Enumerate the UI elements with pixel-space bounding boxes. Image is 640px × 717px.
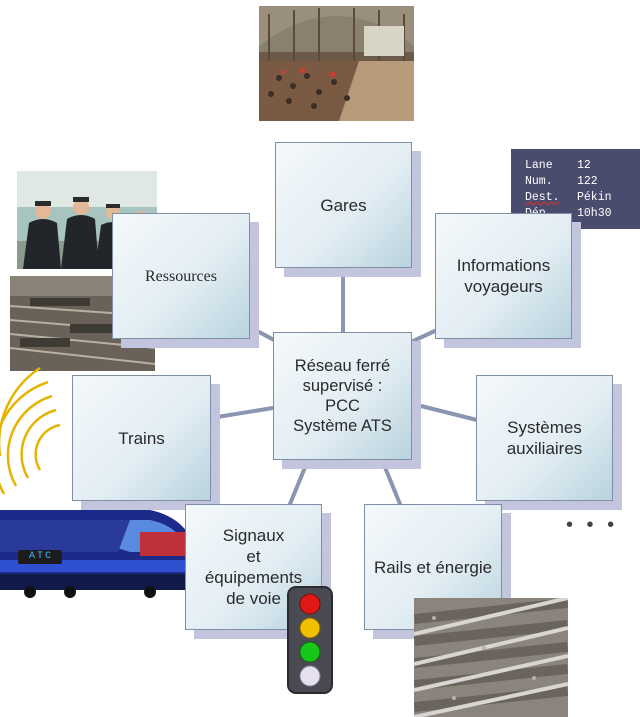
train-badge: ATC bbox=[28, 551, 53, 562]
board-label: Dest. bbox=[525, 191, 560, 204]
node-center: Réseau ferré supervisé : PCC Système ATS bbox=[273, 332, 412, 460]
ellipsis: • • • bbox=[566, 514, 619, 536]
node-gares: Gares bbox=[275, 142, 412, 268]
node-label: Trains bbox=[118, 428, 165, 448]
node-label: Signaux et équipements de voie bbox=[204, 526, 303, 608]
connector-systemes bbox=[411, 402, 479, 422]
node-label: Ressources bbox=[145, 267, 217, 285]
board-label: Num. bbox=[525, 175, 553, 188]
connector-informations bbox=[409, 328, 439, 344]
board-value: 12 bbox=[577, 159, 591, 172]
node-label: Rails et énergie bbox=[373, 557, 493, 577]
node-ressources: Ressources bbox=[112, 213, 250, 339]
node-informations-voyageurs: Informations voyageurs bbox=[435, 213, 572, 339]
station-hall-photo bbox=[259, 6, 414, 121]
node-systemes-auxiliaires: Systèmes auxiliaires bbox=[476, 375, 613, 501]
connector-rails bbox=[380, 458, 402, 506]
board-value: 122 bbox=[577, 175, 598, 188]
board-row: Num. 122 bbox=[525, 175, 598, 189]
board-row: Dest. Pékin bbox=[525, 191, 612, 205]
connector-signaux bbox=[288, 458, 310, 506]
node-label: Systèmes auxiliaires bbox=[506, 418, 583, 458]
node-label: Informations voyageurs bbox=[456, 256, 551, 296]
board-value: Pékin bbox=[577, 191, 612, 204]
node-trains: Trains bbox=[72, 375, 211, 501]
center-label: Réseau ferré supervisé : PCC Système ATS bbox=[293, 357, 392, 435]
board-value: 10h30 bbox=[577, 207, 612, 220]
node-label: Gares bbox=[320, 195, 367, 215]
track-photo bbox=[414, 598, 568, 717]
board-label: Lane bbox=[525, 159, 553, 172]
connector-trains bbox=[209, 406, 275, 420]
board-row: Lane 12 bbox=[525, 159, 591, 173]
